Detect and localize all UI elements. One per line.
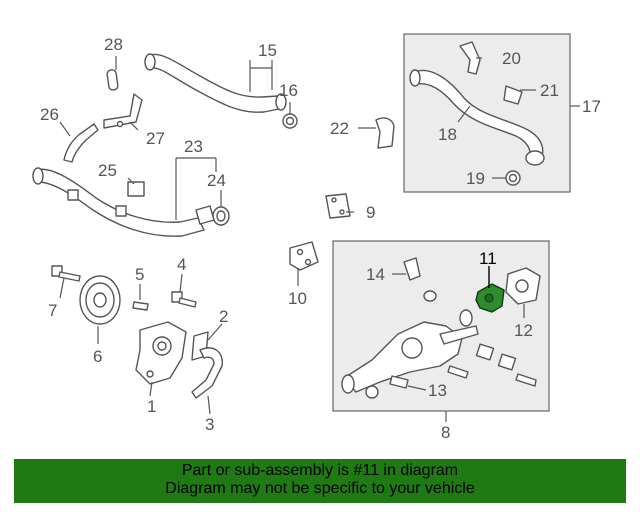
callout-4: 4	[177, 255, 186, 274]
callout-24: 24	[207, 171, 226, 190]
callout-13: 13	[428, 381, 447, 400]
callout-10: 10	[288, 289, 307, 308]
callout-9: 9	[366, 203, 375, 222]
callout-23: 23	[184, 137, 203, 156]
callout-5: 5	[135, 265, 144, 284]
part-11-highlighted[interactable]	[475, 283, 505, 313]
part-23-pipe[interactable]	[32, 167, 205, 237]
callout-11: 11	[479, 249, 497, 268]
part-1-water-pump[interactable]	[135, 321, 187, 385]
callout-12: 12	[514, 321, 533, 340]
callout-26: 26	[40, 105, 59, 124]
part-14-fitting[interactable]	[403, 257, 421, 281]
callout-25: 25	[98, 161, 117, 180]
callout-2: 2	[219, 307, 228, 326]
part-24-oring[interactable]	[195, 205, 230, 226]
part-19-oring[interactable]	[505, 170, 521, 186]
part-12-gasket[interactable]	[505, 267, 541, 305]
part-6-pulley[interactable]	[79, 275, 121, 325]
part-8-thermostat-housing[interactable]	[341, 290, 537, 399]
part-25-bracket[interactable]	[127, 181, 145, 197]
callout-7: 7	[48, 301, 57, 320]
part-7-bolt[interactable]	[51, 265, 81, 282]
callout-6: 6	[93, 347, 102, 366]
callout-1: 1	[147, 397, 156, 416]
callout-19: 19	[466, 169, 485, 188]
part-4-bolt[interactable]	[171, 291, 197, 308]
part-18-pipe[interactable]	[409, 69, 545, 166]
part-20-bracket[interactable]	[459, 41, 481, 75]
callout-16: 16	[279, 81, 298, 100]
part-10-gasket[interactable]	[289, 241, 319, 271]
callout-21: 21	[540, 81, 559, 100]
callout-14: 14	[366, 265, 385, 284]
callout-17: 17	[582, 97, 601, 116]
banner-line-1: Part or sub-assembly is #11 in diagram	[181, 462, 459, 479]
callout-3: 3	[205, 415, 214, 434]
callout-22: 22	[330, 119, 349, 138]
part-21-clip[interactable]	[503, 85, 523, 105]
part-22-hose[interactable]	[375, 117, 395, 149]
part-5-stud[interactable]	[132, 301, 149, 311]
callout-15: 15	[258, 41, 277, 60]
leader-lines	[59, 56, 580, 422]
part-3-gasket[interactable]	[191, 347, 223, 399]
part-15-pipe[interactable]	[144, 53, 287, 113]
part-9-gasket[interactable]	[325, 193, 351, 219]
part-27-bracket[interactable]	[103, 93, 143, 129]
banner-line-2: Diagram may not be specific to your vehi…	[165, 480, 475, 497]
callout-18: 18	[438, 125, 457, 144]
callout-28: 28	[104, 35, 123, 54]
info-banner: Part or sub-assembly is #11 in diagram D…	[14, 459, 626, 503]
part-26-hose[interactable]	[63, 123, 99, 163]
callout-8: 8	[441, 423, 450, 442]
part-16-gasket[interactable]	[282, 113, 298, 129]
callout-20: 20	[502, 49, 521, 68]
callout-27: 27	[146, 129, 165, 148]
part-28-hose[interactable]	[106, 69, 119, 91]
